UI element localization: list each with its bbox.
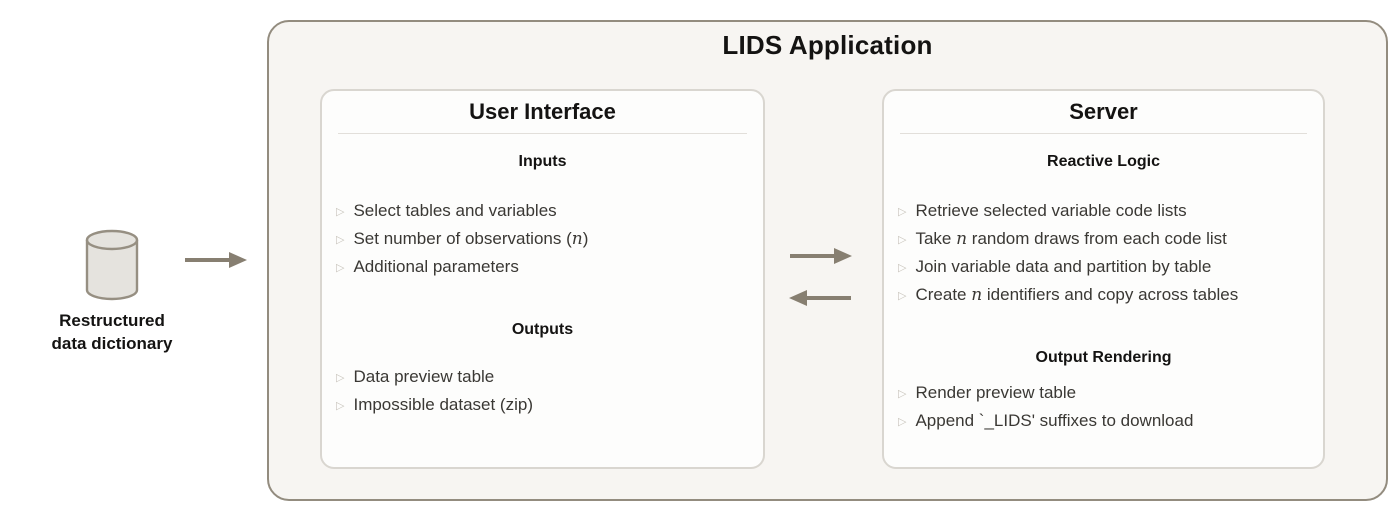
list-item: ▷ Additional parameters: [336, 254, 757, 282]
user-interface-panel: User Interface Inputs ▷ Select tables and…: [320, 89, 765, 469]
list-item: ▷ Join variable data and partition by tab…: [898, 254, 1317, 282]
data-source-label: Restructured data dictionary: [51, 311, 173, 353]
list-item-text: Select tables and variables: [353, 201, 557, 220]
section-heading-outputs: Outputs: [511, 321, 574, 338]
data-source: Restructured data dictionary: [42, 228, 182, 355]
panel-title-user-interface: User Interface: [469, 99, 616, 124]
panel-title-server: Server: [1069, 99, 1138, 124]
server-panel: Server Reactive Logic ▷ Retrieve selected…: [882, 89, 1325, 469]
list-item: ▷ Retrieve selected variable code lists: [898, 198, 1317, 226]
database-icon: [85, 229, 139, 301]
lids-application-box: LIDS Application User Interface Inputs ▷…: [267, 20, 1388, 501]
triangle-bullet-icon: ▷: [336, 206, 345, 218]
section-heading-inputs: Inputs: [518, 153, 567, 170]
triangle-bullet-icon: ▷: [336, 372, 345, 384]
list-item-text: Set number of observations (n): [353, 229, 589, 249]
outputs-list: ▷ Data preview table ▷ Impossible dataset (…: [322, 364, 763, 420]
section-heading-reactive-logic: Reactive Logic: [1047, 153, 1160, 170]
triangle-bullet-icon: ▷: [336, 400, 345, 412]
triangle-bullet-icon: ▷: [898, 234, 907, 246]
triangle-bullet-icon: ▷: [898, 206, 907, 218]
list-item: ▷ Render preview table: [898, 380, 1317, 408]
panel-divider: [338, 133, 747, 134]
list-item: ▷ Append `_LIDS' suffixes to download: [898, 408, 1317, 436]
triangle-bullet-icon: ▷: [336, 234, 345, 246]
diagram-title: LIDS Application: [722, 30, 933, 60]
list-item-text: Impossible dataset (zip): [353, 395, 533, 414]
output-rendering-list: ▷ Render preview table ▷ Append `_LIDS' suf…: [884, 380, 1323, 436]
list-item: ▷ Take n random draws from each code list: [898, 226, 1317, 254]
list-item-text: Join variable data and partition by tabl…: [915, 257, 1212, 276]
section-heading-output-rendering: Output Rendering: [1035, 349, 1172, 366]
list-item: ▷ Create n identifiers and copy across ta…: [898, 282, 1317, 310]
list-item-text: Render preview table: [915, 383, 1077, 402]
list-item-text: Append `_LIDS' suffixes to download: [915, 411, 1194, 430]
list-item: ▷ Select tables and variables: [336, 198, 757, 226]
panel-divider: [900, 133, 1307, 134]
list-item-text: Additional parameters: [353, 257, 519, 276]
triangle-bullet-icon: ▷: [898, 388, 907, 400]
list-item: ▷ Set number of observations (n): [336, 226, 757, 254]
arrow-right-icon: [790, 248, 852, 264]
list-item-text: Data preview table: [353, 367, 495, 386]
list-item: ▷ Impossible dataset (zip): [336, 392, 757, 420]
inputs-list: ▷ Select tables and variables ▷ Set number …: [322, 198, 763, 282]
list-item-text: Retrieve selected variable code lists: [915, 201, 1187, 220]
list-item-text: Create n identifiers and copy across tab…: [915, 285, 1239, 305]
list-item: ▷ Data preview table: [336, 364, 757, 392]
triangle-bullet-icon: ▷: [898, 262, 907, 274]
triangle-bullet-icon: ▷: [898, 416, 907, 428]
list-item-text: Take n random draws from each code list: [915, 229, 1227, 249]
triangle-bullet-icon: ▷: [898, 290, 907, 302]
triangle-bullet-icon: ▷: [336, 262, 345, 274]
arrow-right-icon: [185, 252, 247, 268]
reactive-logic-list: ▷ Retrieve selected variable code lists ▷ T…: [884, 198, 1323, 310]
arrow-left-icon: [789, 290, 851, 306]
